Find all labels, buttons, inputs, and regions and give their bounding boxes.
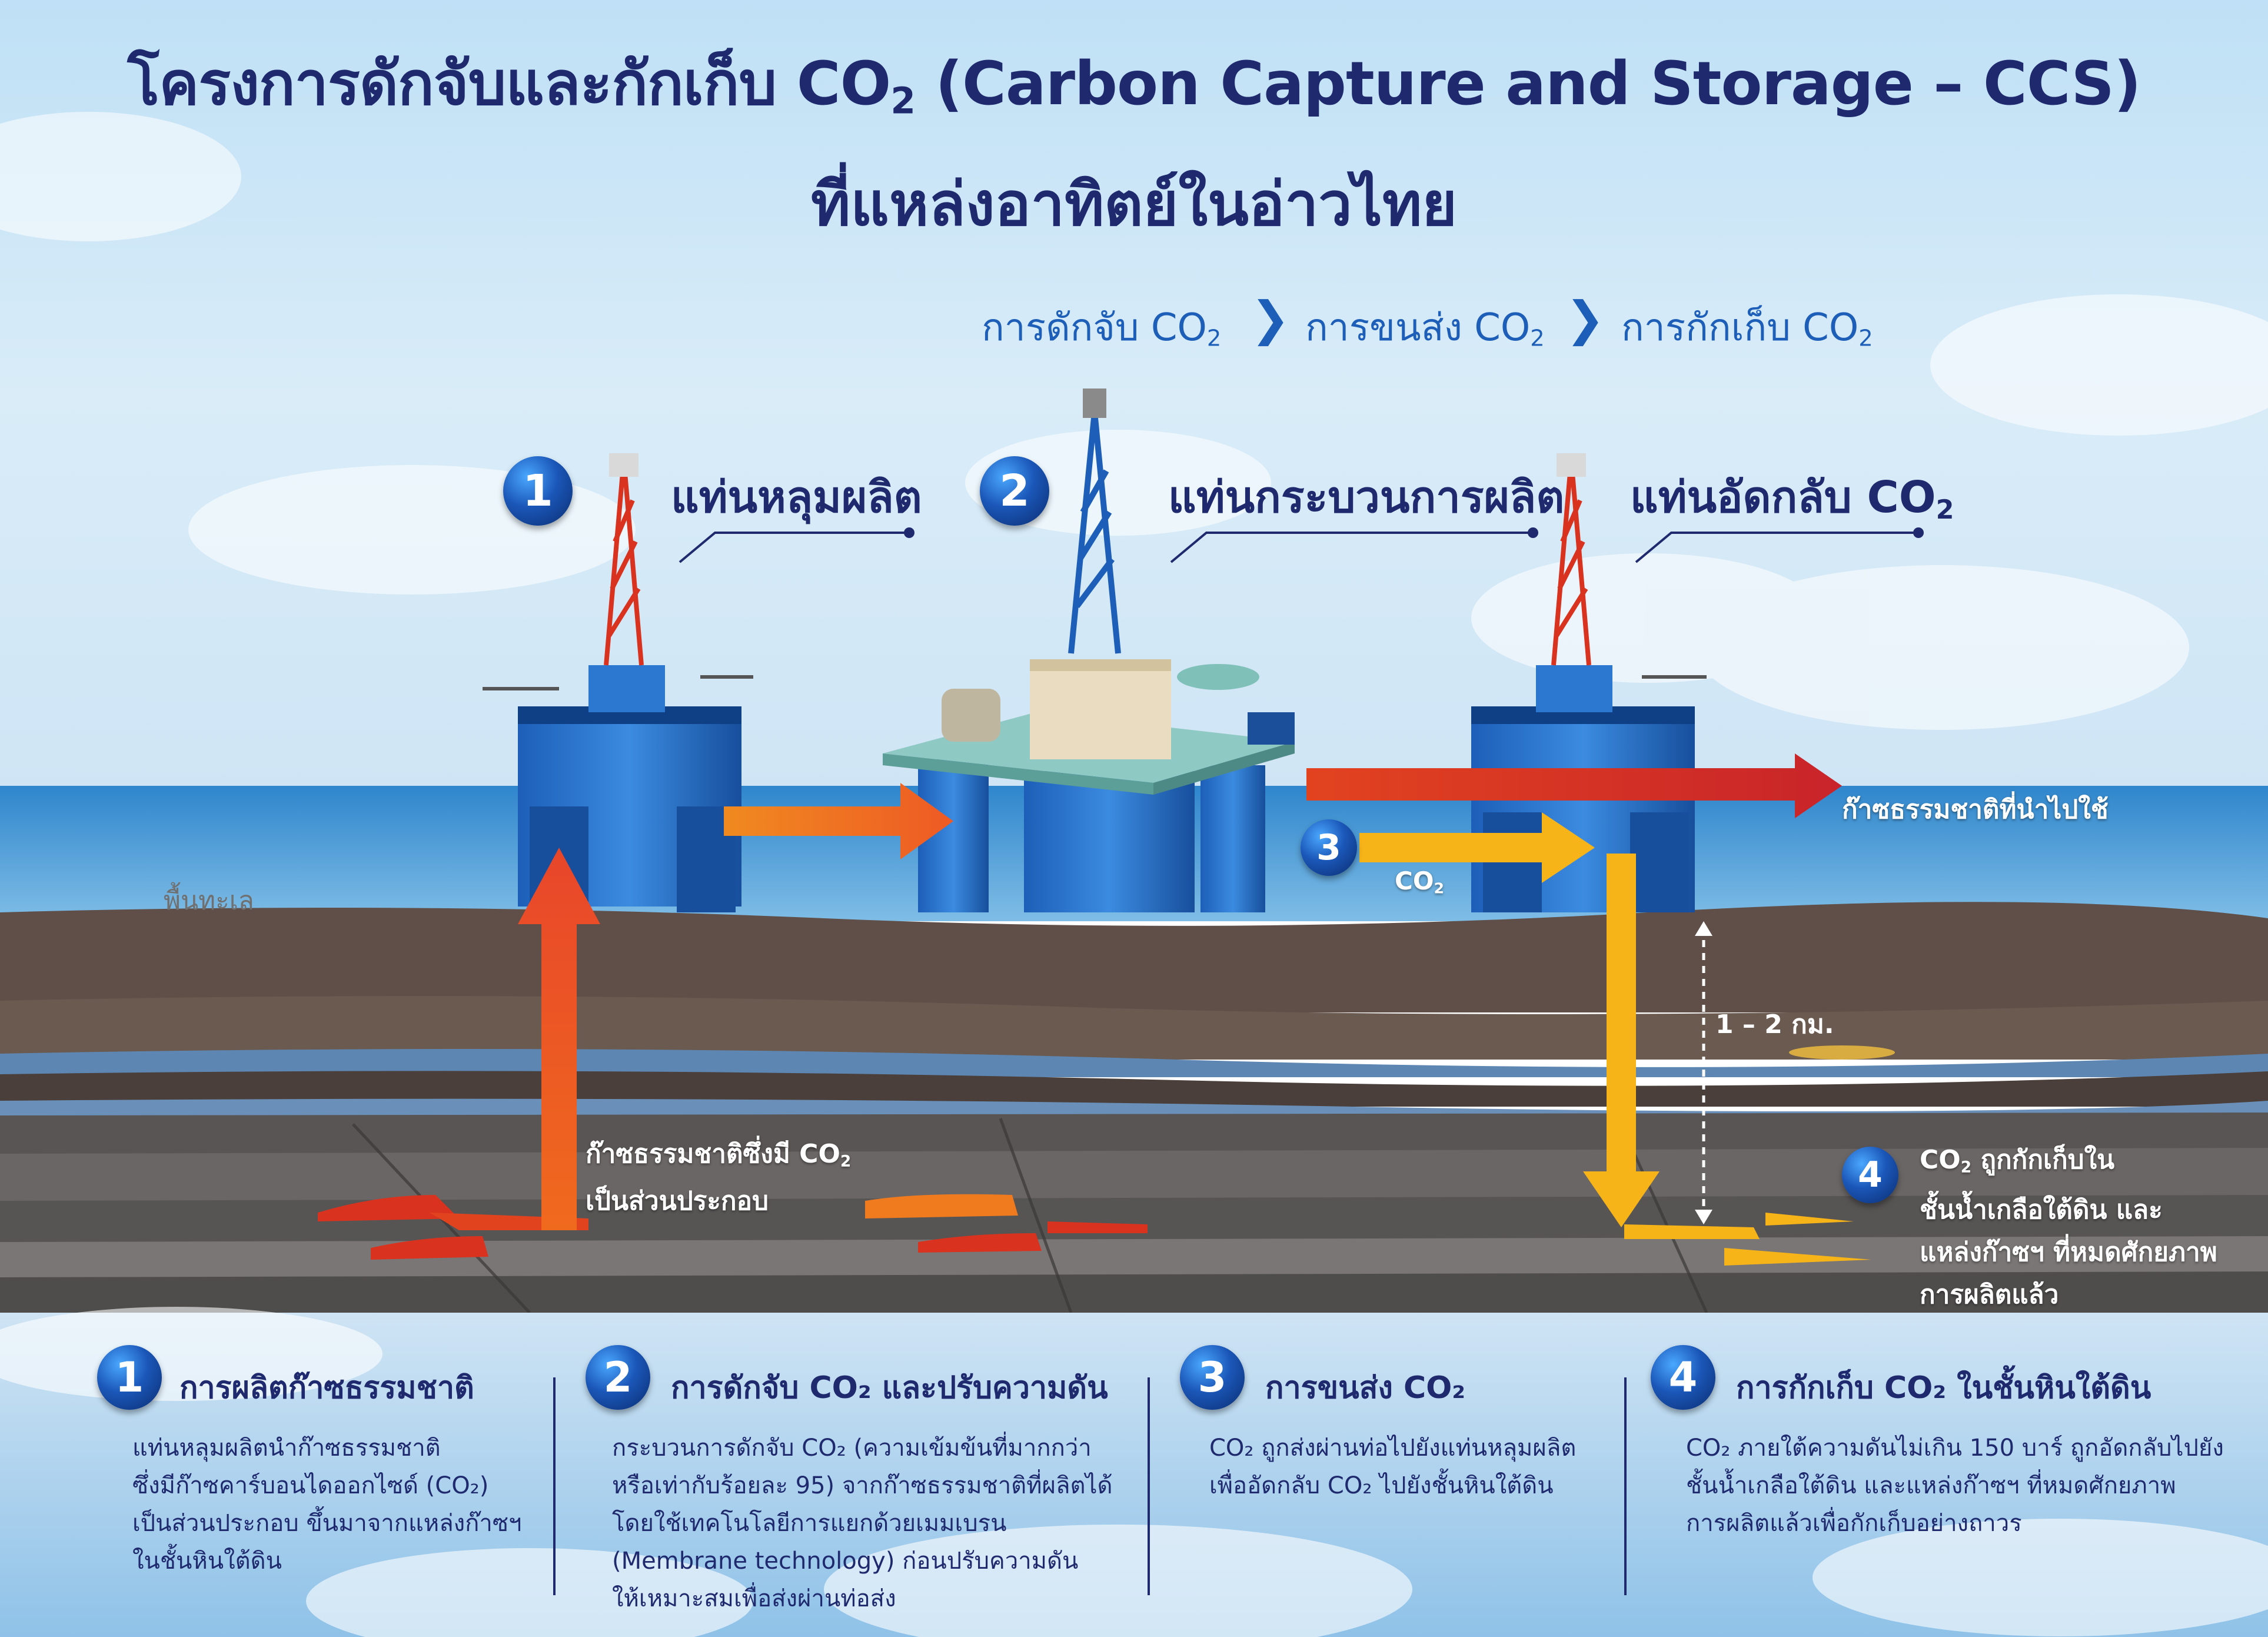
co2-pipe-label-sub: 2: [1434, 879, 1445, 897]
column-divider: [553, 1377, 556, 1595]
co2-stored-line2: ชั้นน้ำเกลือใต้ดิน และ: [1920, 1194, 2163, 1225]
gas-output-label: ก๊าซธรรมชาติที่นำไปใช้: [1842, 795, 2109, 825]
step-2-line: โดยใช้เทคโนโลยีการแยกด้วยเมมเบรน: [612, 1510, 1007, 1537]
flow-step-storage-sub: 2: [1858, 325, 1873, 352]
step-2-line: หรือเท่ากับร้อยละ 95) จากก๊าซธรรมชาติที่…: [612, 1472, 1113, 1499]
gas-with-co2-label: ก๊าซธรรมชาติซึ่งมี CO2 เป็นส่วนประกอบ: [586, 1133, 851, 1221]
chevron-right-icon: ❯: [1565, 291, 1605, 346]
seabed-label: พื้นทะเล: [164, 886, 254, 916]
step-2-title: การดักจับ CO₂ และปรับความดัน: [671, 1370, 1108, 1406]
step-3-line: เพื่ออัดกลับ CO₂ ไปยังชั้นหินใต้ดิน: [1209, 1472, 1554, 1499]
co2-pipe-label-text: CO: [1395, 866, 1434, 895]
flow-step-storage: การกักเก็บ CO2: [1621, 297, 1873, 357]
title-line1-suffix: (Carbon Capture and Storage – CCS): [914, 49, 2141, 119]
gas-with-co2-line2: เป็นส่วนประกอบ: [586, 1186, 769, 1216]
step-4-line: CO₂ ภายใต้ความดันไม่เกิน 150 บาร์ ถูกอัด…: [1686, 1435, 2224, 1462]
flow-step-transport-sub: 2: [1530, 325, 1545, 352]
step-1-line: ในชั้นหินใต้ดิน: [132, 1548, 282, 1575]
step-4-description: CO₂ ภายใต้ความดันไม่เกิน 150 บาร์ ถูกอัด…: [1686, 1429, 2224, 1542]
gas-with-co2-line1: ก๊าซธรรมชาติซึ่งมี CO2: [586, 1133, 851, 1174]
co2-stored-line1-suffix: ถูกกักเก็บใน: [1971, 1145, 2115, 1175]
step-2-line: (Membrane technology) ก่อนปรับความดัน: [612, 1548, 1079, 1575]
flow-step-transport-label: การขนส่ง CO: [1305, 306, 1531, 350]
step-3-line: CO₂ ถูกส่งผ่านท่อไปยังแท่นหลุมผลิต: [1209, 1435, 1577, 1462]
step-1-badge: 1: [97, 1345, 162, 1410]
chevron-right-icon: ❯: [1251, 291, 1291, 346]
platform-3-label-text: แท่นอัดกลับ CO: [1630, 472, 1936, 523]
step-2-line: กระบวนการดักจับ CO₂ (ความเข้มข้นที่มากกว…: [612, 1435, 1092, 1462]
step-4-line: การผลิตแล้วเพื่อกักเก็บอย่างถาวร: [1686, 1510, 2022, 1537]
step-3-description: CO₂ ถูกส่งผ่านท่อไปยังแท่นหลุมผลิต เพื่อ…: [1209, 1429, 1576, 1505]
platform-1-badge: 1: [503, 456, 573, 526]
platform-1-label: แท่นหลุมผลิต: [671, 472, 922, 523]
co2-stored-line1: CO2 ถูกกักเก็บใน: [1920, 1139, 2217, 1189]
column-divider: [1148, 1377, 1150, 1595]
platform-3-label-sub: 2: [1936, 495, 1954, 526]
step-2-line: ให้เหมาะสมเพื่อส่งผ่านท่อส่ง: [612, 1585, 896, 1612]
step-4-badge: 4: [1842, 1147, 1898, 1203]
page-subtitle: ที่แหล่งอาทิตย์ในอ่าวไทย: [811, 170, 1457, 240]
step-2-badge: 2: [586, 1345, 650, 1410]
column-divider: [1624, 1377, 1627, 1595]
platform-2-badge: 2: [980, 456, 1049, 526]
step-4-column-badge: 4: [1651, 1345, 1715, 1410]
title-line1-prefix: โครงการดักจับและกักเก็บ CO: [127, 49, 891, 119]
co2-stored-line1-sub: 2: [1960, 1158, 1972, 1177]
step-1-description: แท่นหลุมผลิตนำก๊าซธรรมชาติ ซึ่งมีก๊าซคาร…: [132, 1429, 521, 1580]
co2-pipe-label: CO2: [1395, 866, 1444, 896]
step-2-description: กระบวนการดักจับ CO₂ (ความเข้มข้นที่มากกว…: [612, 1429, 1113, 1618]
flow-step-capture: การดักจับ CO2: [982, 297, 1221, 357]
platform-2-label: แท่นกระบวนการผลิต: [1168, 472, 1565, 523]
step-4-title: การกักเก็บ CO₂ ในชั้นหินใต้ดิน: [1736, 1370, 2151, 1406]
title-subscript: 2: [890, 80, 916, 122]
co2-stored-line4: การผลิตแล้ว: [1920, 1279, 2059, 1310]
step-1-line: ซึ่งมีก๊าซคาร์บอนไดออกไซด์ (CO₂): [132, 1472, 489, 1499]
flow-step-capture-sub: 2: [1206, 325, 1222, 352]
co2-stored-label: CO2 ถูกกักเก็บใน ชั้นน้ำเกลือใต้ดิน และ …: [1920, 1139, 2217, 1316]
gas-with-co2-line1-text: ก๊าซธรรมชาติซึ่งมี CO: [586, 1139, 840, 1169]
flow-step-capture-label: การดักจับ CO: [982, 306, 1207, 350]
depth-label: 1 – 2 กม.: [1715, 1010, 1834, 1040]
step-3-column-badge: 3: [1180, 1345, 1245, 1410]
step-3-title: การขนส่ง CO₂: [1265, 1370, 1466, 1406]
gas-with-co2-line1-sub: 2: [840, 1152, 852, 1171]
step-3-badge: 3: [1301, 819, 1357, 876]
page-title: โครงการดักจับและกักเก็บ CO2 (Carbon Capt…: [0, 35, 2268, 131]
step-1-line: แท่นหลุมผลิตนำก๊าซธรรมชาติ: [132, 1435, 441, 1462]
step-1-title: การผลิตก๊าซธรรมชาติ: [179, 1370, 474, 1406]
step-4-line: ชั้นน้ำเกลือใต้ดิน และแหล่งก๊าซฯ ที่หมดศ…: [1686, 1472, 2176, 1499]
flow-step-storage-label: การกักเก็บ CO: [1621, 306, 1859, 350]
platform-3-label: แท่นอัดกลับ CO2: [1630, 462, 1954, 532]
step-1-line: เป็นส่วนประกอบ ขึ้นมาจากแหล่งก๊าซฯ: [132, 1510, 522, 1537]
flow-step-transport: การขนส่ง CO2: [1305, 297, 1545, 357]
co2-stored-line3: แหล่งก๊าซฯ ที่หมดศักยภาพ: [1920, 1237, 2217, 1267]
co2-stored-line1-prefix: CO: [1920, 1145, 1961, 1175]
